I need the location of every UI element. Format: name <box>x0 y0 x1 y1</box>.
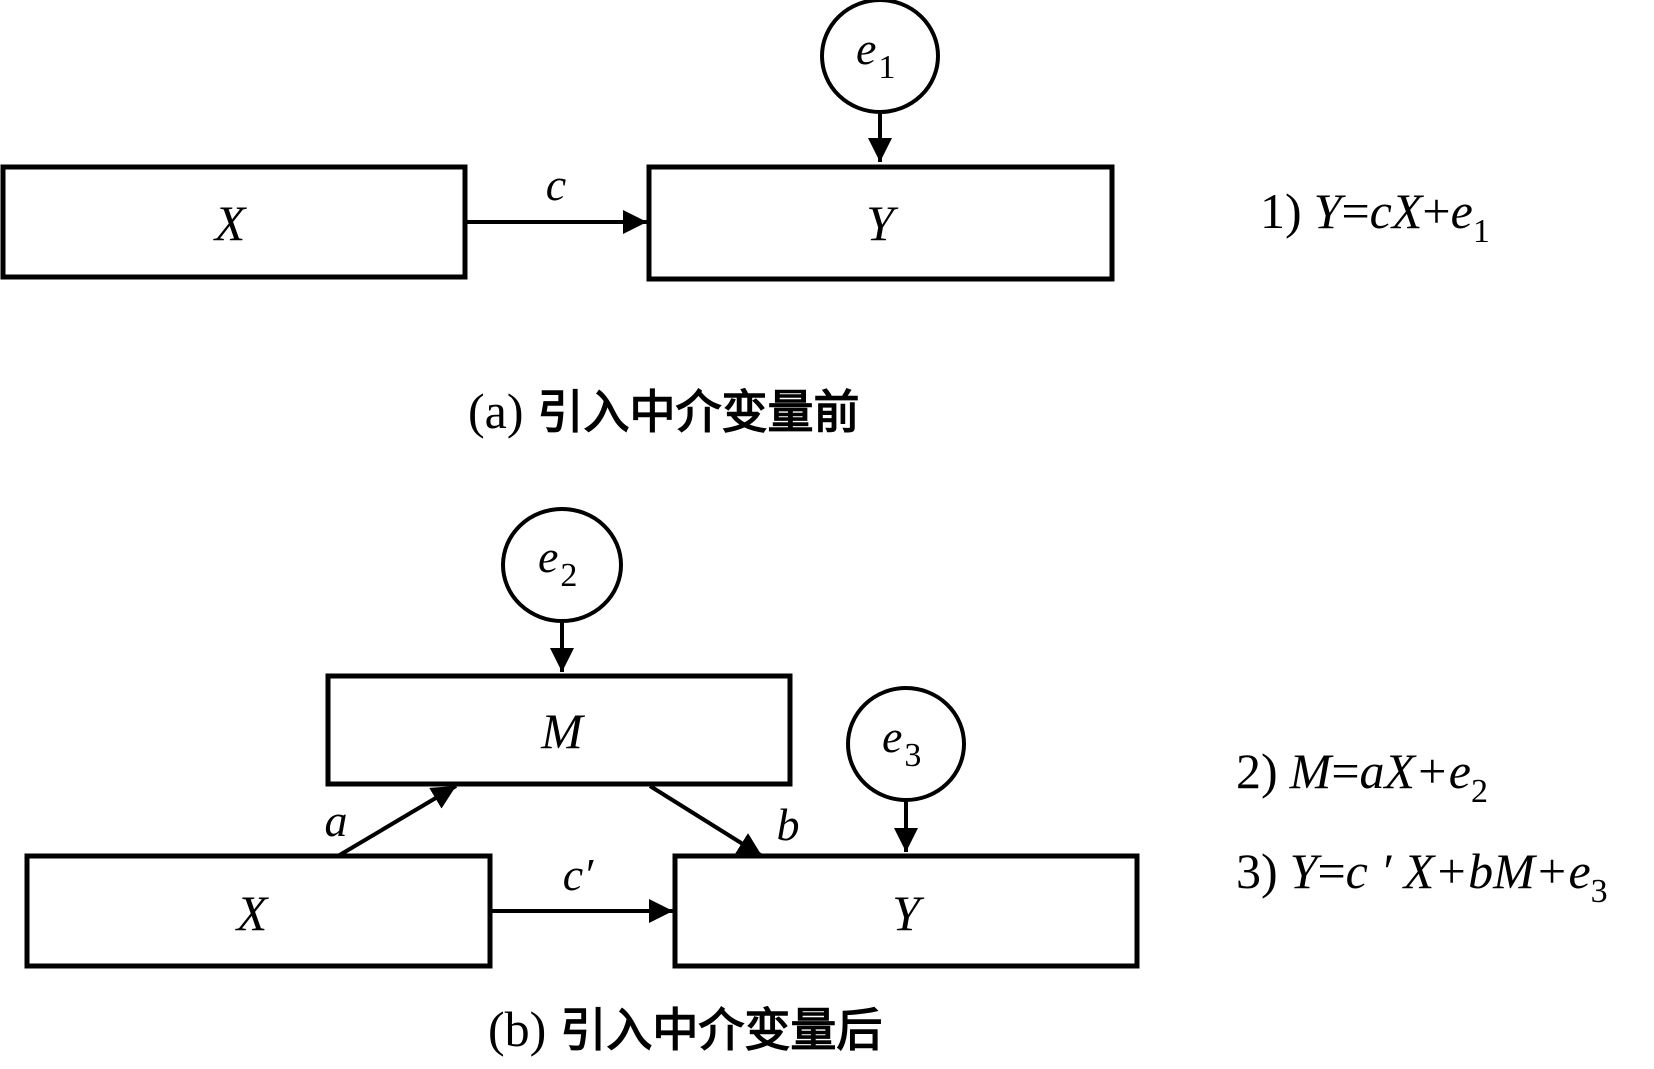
error-label-e2: e2 <box>538 531 577 594</box>
label-x-b: X <box>235 885 270 941</box>
path-label-c-prime: c′ <box>563 849 594 900</box>
node-y-a: Y <box>646 164 1115 282</box>
error-label-e3: e3 <box>882 711 921 774</box>
label-y-b: Y <box>892 885 925 941</box>
error-label-e1: e1 <box>856 23 895 86</box>
node-x-b: X <box>24 853 493 969</box>
box-x-a <box>0 164 468 280</box>
arrow-m-to-y <box>648 784 764 858</box>
node-y-b: Y <box>672 853 1140 969</box>
node-m: M <box>325 673 793 787</box>
label-y-a: Y <box>866 195 899 251</box>
box-y-b <box>672 853 1140 969</box>
caption-b: (b)引入中介变量后 <box>488 1001 882 1057</box>
node-x-a: X <box>0 164 468 280</box>
label-x-a: X <box>213 195 248 251</box>
equation-1: 1)Y=cX+e1 <box>1260 183 1490 250</box>
error-node-e1: e1 <box>820 0 940 114</box>
panel-a: e1 X Y c 1)Y=cX+e1 (a)引入中介变量前 <box>0 0 1490 439</box>
path-label-c: c <box>546 159 566 210</box>
equation-3: 3)Y=c ′ X+bM+e3 <box>1236 843 1608 910</box>
path-label-a: a <box>325 795 348 846</box>
caption-a: (a)引入中介变量前 <box>468 383 860 439</box>
error-node-e3: e3 <box>846 686 966 802</box>
box-y-a <box>646 164 1115 282</box>
equation-2: 2)M=aX+e2 <box>1236 743 1488 810</box>
error-node-e2: e2 <box>501 507 623 623</box>
arrow-x-to-m <box>336 784 458 858</box>
box-m <box>325 673 793 787</box>
label-m: M <box>540 703 585 759</box>
path-label-b: b <box>777 799 800 850</box>
panel-b: e2 M e3 X Y a b c′ <box>24 507 1608 1057</box>
